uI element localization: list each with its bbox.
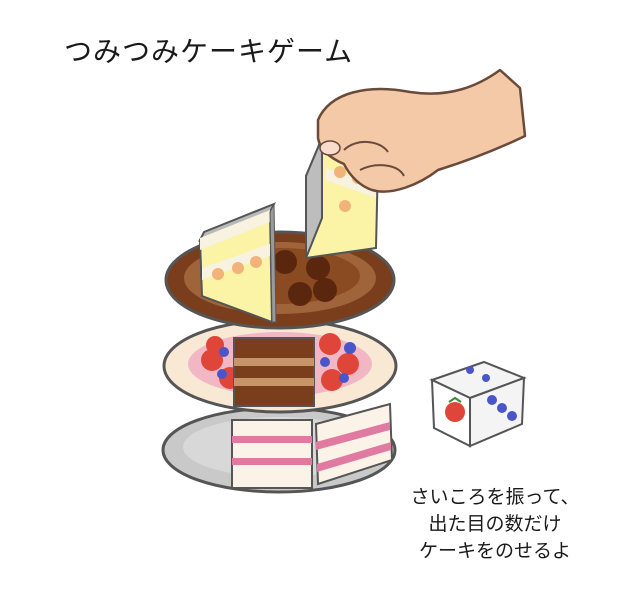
shortcake-slice-on-top — [197, 202, 277, 324]
page-title: つみつみケーキゲーム — [64, 35, 354, 68]
caption-line-1: さいころを振って、 — [410, 486, 580, 508]
dice — [429, 360, 527, 448]
instruction-caption: さいころを振って、 出た目の数だけ ケーキをのせるよ — [380, 484, 610, 565]
cake-slice-bottom-left — [231, 419, 313, 489]
caption-line-3: ケーキをのせるよ — [418, 540, 571, 562]
dice-side-three-dots — [487, 395, 517, 421]
cake-slice-bottom-right — [314, 402, 394, 486]
dice-top-two-dots — [466, 366, 490, 382]
hand — [316, 68, 527, 193]
chocolate-cake-slice — [233, 337, 315, 407]
caption-line-2: 出た目の数だけ — [428, 513, 562, 535]
dice-strawberry-face — [445, 396, 465, 422]
